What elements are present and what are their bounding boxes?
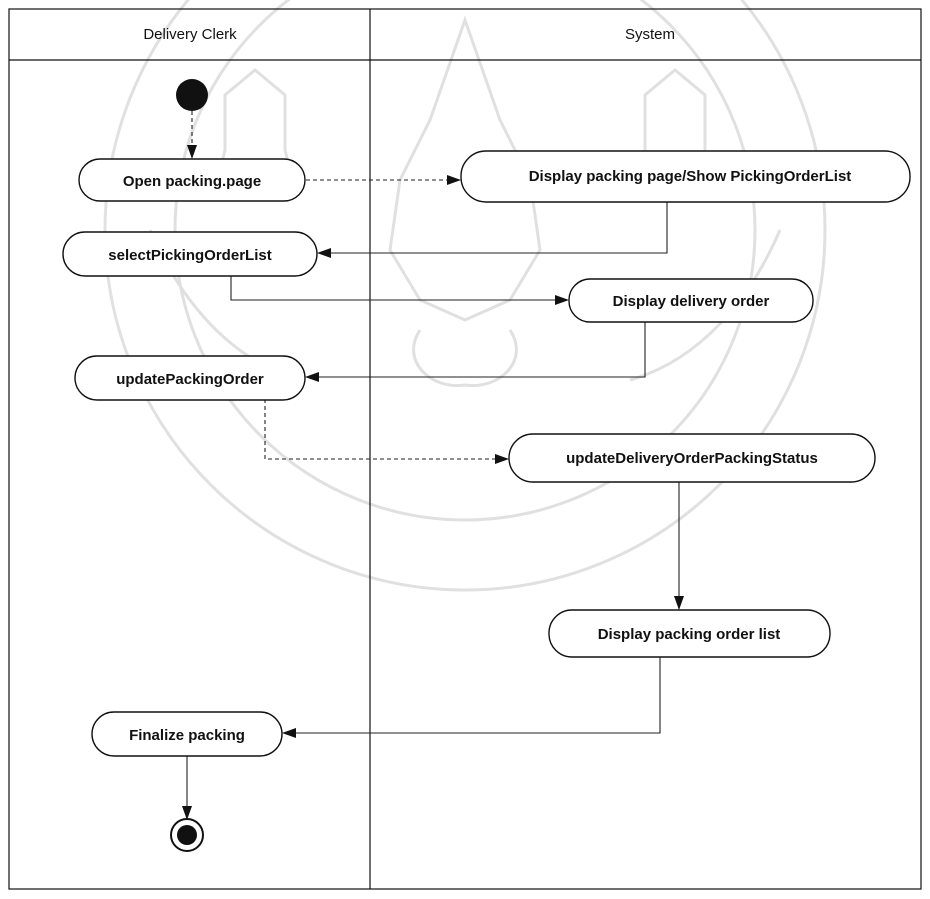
- activity-open-packing-page: Open packing.page: [78, 158, 306, 202]
- activity-finalize-packing: Finalize packing: [91, 711, 283, 757]
- flow-update-to-update-status: [264, 399, 509, 464]
- activity-label: Open packing.page: [123, 173, 261, 190]
- activity-update-packing-order: updatePackingOrder: [74, 355, 306, 401]
- activity-label: Display packing order list: [598, 626, 781, 643]
- activity-display-packing-order-list: Display packing order list: [548, 609, 831, 658]
- final-node: [170, 818, 204, 852]
- flow-select-to-display-delivery: [230, 274, 569, 305]
- activity-update-delivery-order-packing-status: updateDeliveryOrderPackingStatus: [508, 433, 876, 483]
- activity-label: selectPickingOrderList: [108, 247, 271, 264]
- diagram-frame: [8, 8, 922, 890]
- activity-display-packing-page: Display packing page/Show PickingOrderLi…: [460, 150, 911, 203]
- activity-display-delivery-order: Display delivery order: [568, 278, 814, 323]
- flow-display-list-to-finalize: [282, 656, 661, 738]
- swimlane-title-delivery-clerk: Delivery Clerk: [143, 26, 237, 43]
- flow-display-packing-to-select: [317, 200, 668, 258]
- activity-label: Finalize packing: [129, 727, 245, 744]
- activity-select-picking-order-list: selectPickingOrderList: [62, 231, 318, 277]
- activity-label: Display delivery order: [613, 293, 770, 310]
- activity-label: updateDeliveryOrderPackingStatus: [566, 450, 818, 467]
- flow-display-delivery-to-update: [305, 321, 646, 382]
- activity-label: updatePackingOrder: [116, 371, 264, 388]
- activity-label: Display packing page/Show PickingOrderLi…: [529, 168, 852, 185]
- initial-node: [176, 79, 208, 111]
- swimlane-title-system: System: [625, 26, 675, 43]
